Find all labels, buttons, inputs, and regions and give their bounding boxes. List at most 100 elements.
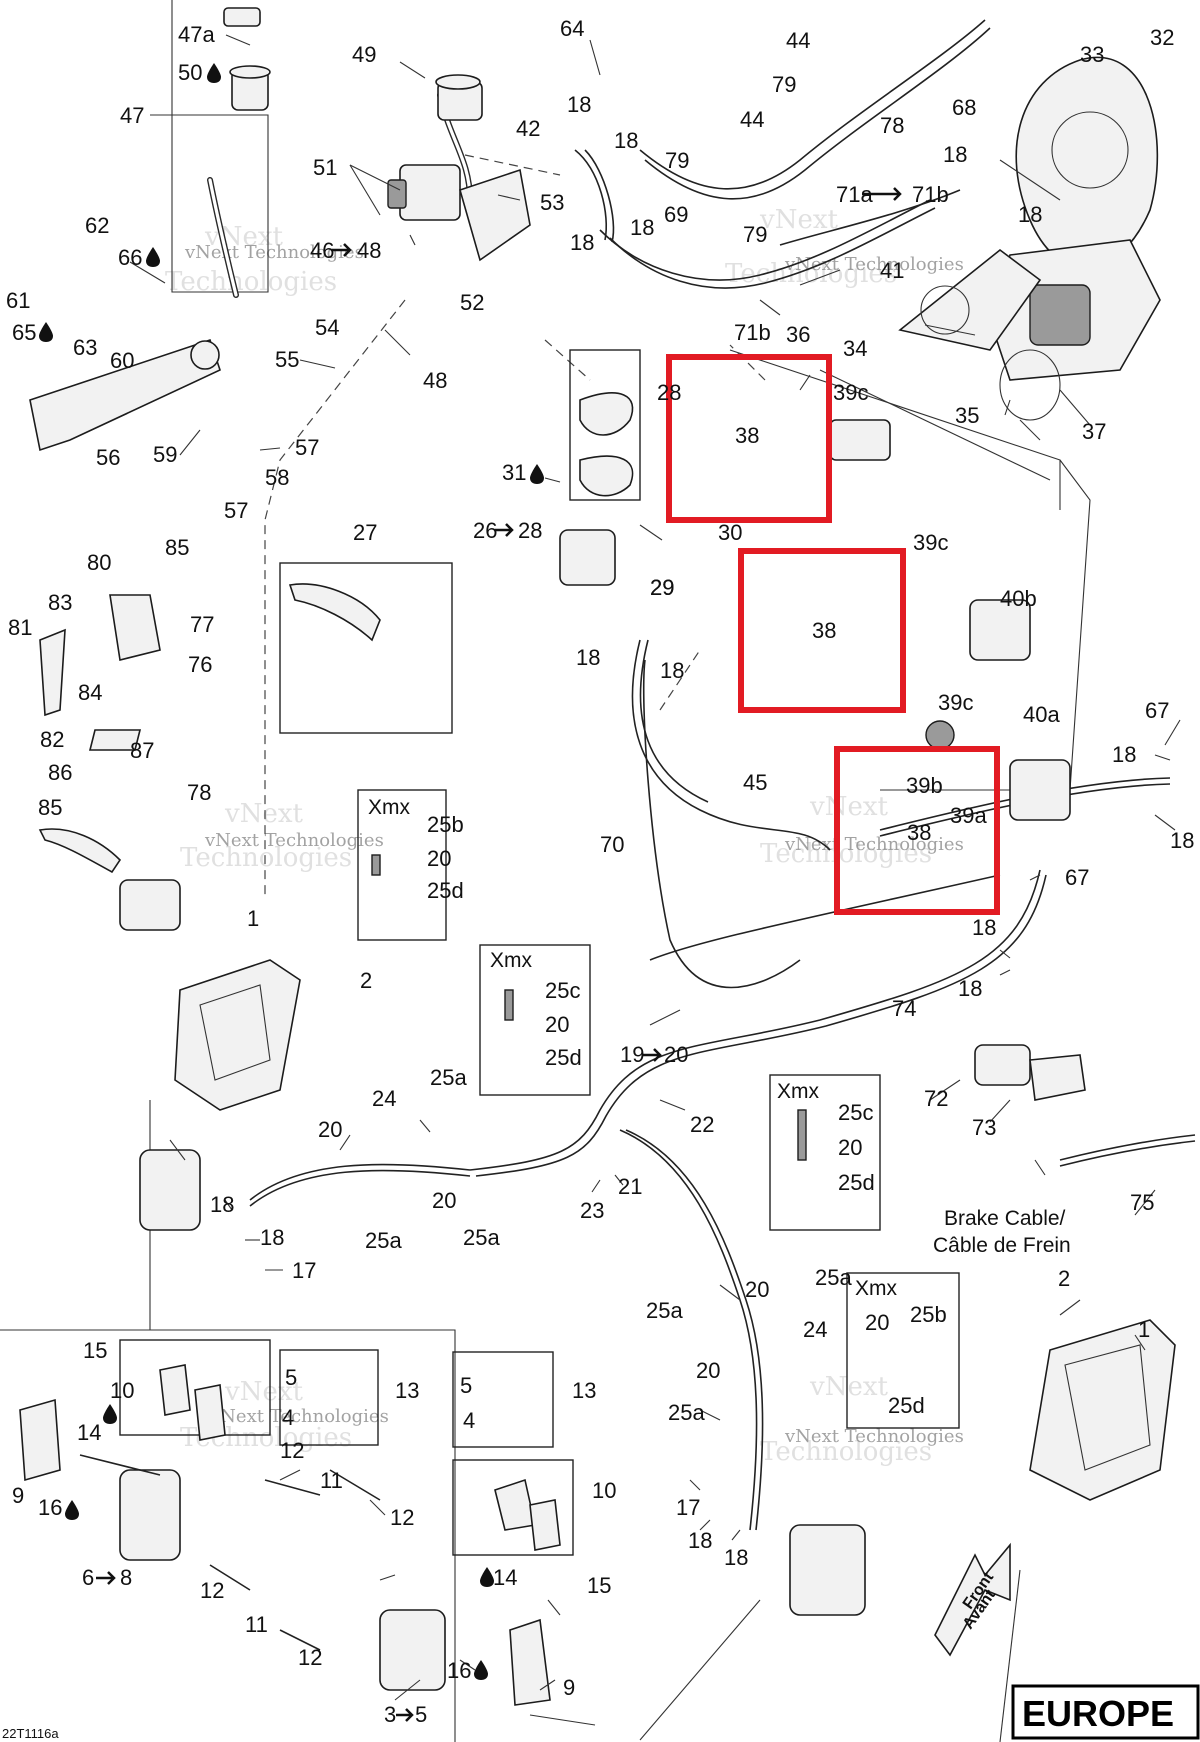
part-label: 12 bbox=[280, 1438, 304, 1463]
part-label: 37 bbox=[1082, 419, 1106, 444]
part-label: 6 bbox=[82, 1565, 94, 1590]
part-label: 84 bbox=[78, 680, 102, 705]
part-label: 25b bbox=[910, 1302, 947, 1327]
part-label: 25a bbox=[668, 1400, 705, 1425]
watermark-text: vNext bbox=[224, 1377, 303, 1407]
part-label: 18 bbox=[570, 230, 594, 255]
part-label: 61 bbox=[6, 288, 30, 313]
part-label: 2 bbox=[1058, 1266, 1070, 1291]
part-label: 32 bbox=[1150, 25, 1174, 50]
part-label: 11 bbox=[320, 1468, 343, 1493]
part-label: 25b bbox=[427, 812, 464, 837]
part-label: 12 bbox=[390, 1505, 414, 1530]
part-label: 46 bbox=[310, 238, 334, 263]
part-label: 10 bbox=[110, 1378, 134, 1403]
part-label: 52 bbox=[460, 290, 484, 315]
xmx-label: Xmx bbox=[855, 1277, 898, 1300]
part-label: 18 bbox=[1112, 742, 1136, 767]
part-label: 39c bbox=[938, 690, 973, 715]
part-label: 38 bbox=[735, 423, 759, 448]
part-label: 78 bbox=[187, 780, 211, 805]
watermark-text: Technologies bbox=[725, 259, 897, 289]
region-tag: EUROPE bbox=[1022, 1693, 1174, 1734]
highlight-box bbox=[834, 746, 1000, 915]
part-label: 39c bbox=[913, 530, 948, 555]
part-label: 55 bbox=[275, 347, 299, 372]
watermark-text: vNext Technologies bbox=[784, 1426, 964, 1447]
part-label: 45 bbox=[743, 770, 767, 795]
oil-drop-icon bbox=[65, 1500, 79, 1520]
part-label: 18 bbox=[724, 1545, 748, 1570]
part-label: 17 bbox=[676, 1495, 700, 1520]
part-label: 71b bbox=[912, 182, 949, 207]
part-label: 58 bbox=[265, 465, 289, 490]
part-label: 25d bbox=[427, 878, 464, 903]
highlight-box bbox=[738, 548, 906, 713]
highlight-boxes bbox=[666, 354, 1000, 915]
part-label: 44 bbox=[786, 28, 810, 53]
part-label: 18 bbox=[614, 128, 638, 153]
part-label: 4 bbox=[463, 1408, 475, 1433]
watermark-text: vNext bbox=[809, 1372, 888, 1402]
part-label: 25c bbox=[545, 978, 580, 1003]
part-label: 5 bbox=[285, 1365, 297, 1390]
part-label: 67 bbox=[1065, 865, 1089, 890]
part-label: 16 bbox=[38, 1495, 62, 1520]
part-label: 30 bbox=[718, 520, 742, 545]
watermark-text: vNext Technologies bbox=[784, 254, 964, 275]
part-label: 25a bbox=[365, 1228, 402, 1253]
arrow-right-icon bbox=[495, 523, 514, 537]
part-label: 18 bbox=[567, 92, 591, 117]
part-label: 51 bbox=[313, 155, 337, 180]
part-label: 79 bbox=[665, 148, 689, 173]
part-label: 5 bbox=[415, 1702, 427, 1727]
part-label: 20 bbox=[427, 846, 451, 871]
part-label: 68 bbox=[952, 95, 976, 120]
oil-drop-icon bbox=[103, 1404, 117, 1424]
part-label: 35 bbox=[955, 403, 979, 428]
part-label: 67 bbox=[1145, 698, 1169, 723]
part-label: 18 bbox=[943, 142, 967, 167]
part-label: 48 bbox=[357, 238, 381, 263]
part-label: 40b bbox=[1000, 586, 1037, 611]
region-tag-box bbox=[1011, 1684, 1200, 1740]
part-label: 24 bbox=[372, 1086, 396, 1111]
part-label: 4 bbox=[282, 1405, 294, 1430]
watermark-text: vNext bbox=[809, 792, 888, 822]
part-label: 39c bbox=[833, 380, 868, 405]
part-label: 3 bbox=[384, 1702, 396, 1727]
part-label: 27 bbox=[353, 520, 377, 545]
arrow-right-icon bbox=[96, 1571, 116, 1585]
part-label: 44 bbox=[740, 107, 764, 132]
part-label: 19 bbox=[620, 1042, 644, 1067]
oil-drop-icons bbox=[39, 63, 544, 1680]
part-label: 10 bbox=[592, 1478, 616, 1503]
part-label: 20 bbox=[865, 1310, 889, 1335]
brake-cable-label-fr: Câble de Frein bbox=[933, 1234, 1071, 1257]
part-label: 41 bbox=[880, 258, 904, 283]
part-label: 18 bbox=[210, 1192, 234, 1217]
part-label: 26 bbox=[473, 518, 497, 543]
part-label: 81 bbox=[8, 615, 32, 640]
part-label: 65 bbox=[12, 320, 36, 345]
watermark-text: vNext Technologies bbox=[184, 242, 364, 263]
part-label: 40a bbox=[1023, 702, 1060, 727]
part-label: 74 bbox=[892, 996, 916, 1021]
part-label: 25a bbox=[463, 1225, 500, 1250]
part-label: 60 bbox=[110, 348, 134, 373]
part-label: 64 bbox=[560, 16, 584, 41]
part-label: 70 bbox=[600, 832, 624, 857]
part-label: 18 bbox=[1170, 828, 1194, 853]
watermark-text: vNext bbox=[224, 799, 303, 829]
part-label: 86 bbox=[48, 760, 72, 785]
part-label: 82 bbox=[40, 727, 64, 752]
part-label: 87 bbox=[130, 738, 154, 763]
oil-drop-icon bbox=[480, 1567, 494, 1587]
oil-drop-icon bbox=[146, 247, 160, 267]
part-label: 25d bbox=[838, 1170, 875, 1195]
part-label: 18 bbox=[660, 658, 684, 683]
part-label: 85 bbox=[38, 795, 62, 820]
part-label: 16 bbox=[447, 1658, 471, 1683]
